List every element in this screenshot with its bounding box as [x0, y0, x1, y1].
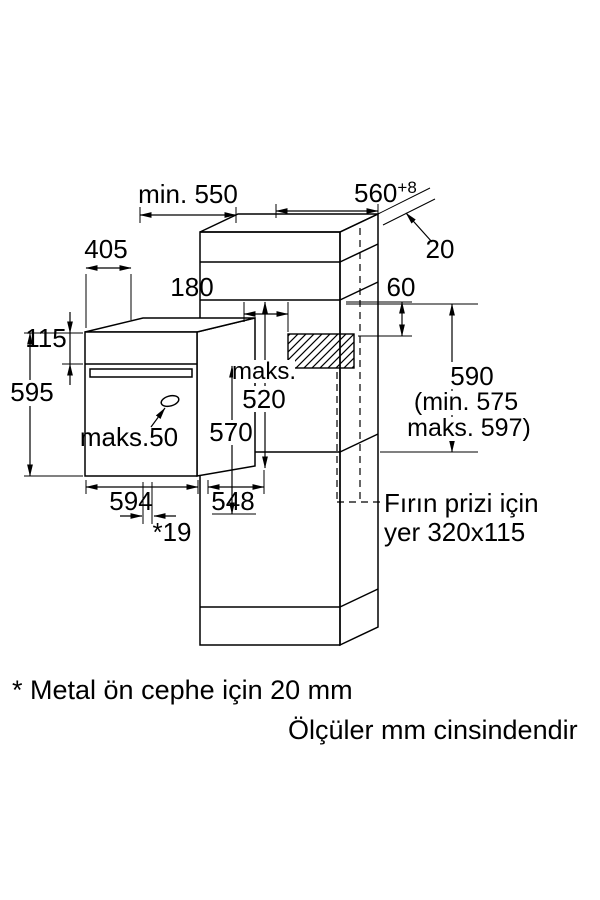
footnotes: * Metal ön cephe için 20 mm Ölçüler mm c…	[12, 675, 578, 745]
dim-label-oven-top-depth: 405	[84, 234, 127, 264]
socket-note-line1: Fırın prizi için	[384, 488, 539, 518]
dim-label-oven-height: 595	[10, 377, 53, 407]
cabinet-shelf-niche-top	[200, 281, 379, 301]
oven-handle-detail	[160, 394, 180, 408]
cabinet-shelf-top	[200, 243, 379, 263]
dim-label-548: 548	[211, 486, 254, 516]
socket-projection-dashed-lines	[336, 228, 380, 503]
cabinet-bottom-shelf	[200, 588, 379, 608]
socket-note-line2: yer 320x115	[384, 517, 525, 547]
dim-label-oven-width: 594	[109, 486, 152, 516]
dim-rear-gap-leader	[405, 212, 433, 243]
cabinet-side-face	[339, 212, 379, 647]
footnote-metal-front: * Metal ön cephe için 20 mm	[12, 675, 353, 705]
oven-front-face	[84, 331, 198, 477]
dim-label-socket-offset-x: 180	[170, 272, 213, 302]
dim-label-front-offset: *19	[152, 517, 191, 547]
cabinet-front-face	[199, 231, 341, 646]
oven-outline	[84, 317, 256, 477]
dim-label-niche-height-max: maks. 597)	[407, 414, 531, 442]
dim-label-niche-height: 590	[450, 361, 493, 391]
dimension-label-backgrounds	[12, 360, 526, 445]
dim-label-niche-height-min: (min. 575	[414, 388, 518, 416]
dim-label-panel-height: 115	[25, 323, 66, 353]
dim-label-rear-gap: 20	[426, 234, 455, 264]
dim-label-socket-offset-y: 60	[387, 272, 416, 302]
socket-cutout-hatched	[287, 333, 355, 369]
dim-label-max-depth: 520	[242, 384, 285, 414]
cabinet-outline	[199, 212, 379, 647]
dim-label-570: 570	[209, 417, 252, 447]
dim-label-max: maks.	[232, 358, 296, 385]
footnote-units: Ölçüler mm cinsindendir	[288, 715, 578, 745]
dim-label-max-50: maks.50	[80, 422, 178, 452]
oven-door-handle	[89, 368, 193, 378]
dim-max-50-leader	[150, 407, 166, 428]
dim-label-niche-depth: 560+8	[354, 178, 417, 208]
dimension-labels: min. 550 560+8 20 405 180 60 115 595 mak…	[10, 178, 538, 547]
cabinet-top-face	[199, 213, 379, 233]
dim-label-cabinet-depth: min. 550	[138, 179, 238, 209]
